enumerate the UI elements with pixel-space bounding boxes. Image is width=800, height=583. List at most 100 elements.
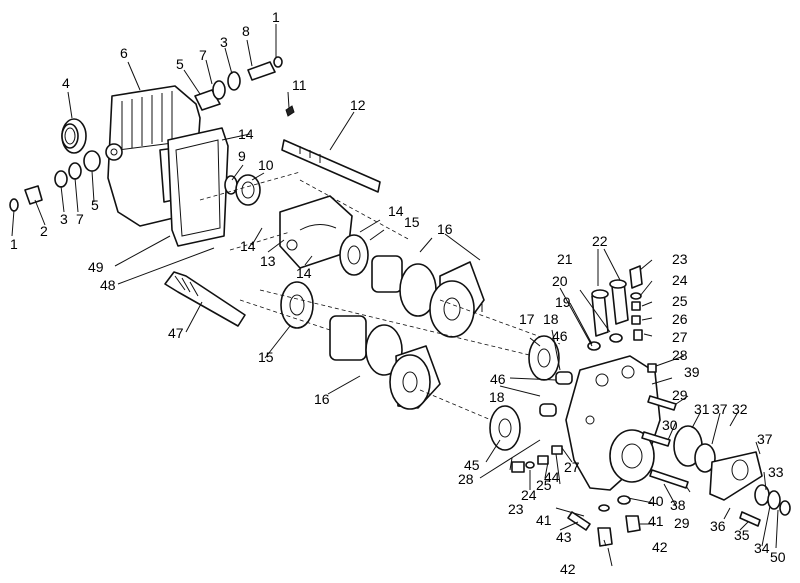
bushing-part bbox=[539, 403, 557, 417]
spool-part bbox=[551, 445, 563, 455]
label-5: 5 bbox=[91, 197, 99, 213]
label-20: 20 bbox=[552, 273, 568, 289]
washer-part bbox=[227, 71, 241, 91]
valve-plate-part bbox=[528, 335, 560, 381]
label-27: 27 bbox=[672, 329, 688, 345]
o-ring-part bbox=[609, 333, 623, 343]
label-15: 15 bbox=[404, 214, 420, 230]
bolt-part bbox=[567, 511, 591, 531]
label-24: 24 bbox=[672, 272, 688, 288]
center-section-part bbox=[565, 355, 661, 491]
label-18: 18 bbox=[543, 311, 559, 327]
o-ring-part bbox=[525, 461, 535, 469]
label-50: 50 bbox=[770, 549, 786, 565]
label-14: 14 bbox=[296, 265, 312, 281]
label-7: 7 bbox=[76, 211, 84, 227]
label-7: 7 bbox=[199, 47, 207, 63]
label-19: 19 bbox=[555, 294, 571, 310]
label-43: 43 bbox=[556, 529, 572, 545]
label-42: 42 bbox=[560, 561, 576, 577]
plug-part bbox=[597, 527, 613, 547]
label-29: 29 bbox=[672, 387, 688, 403]
label-15: 15 bbox=[258, 349, 274, 365]
label-36: 36 bbox=[710, 518, 726, 534]
label-22: 22 bbox=[592, 233, 608, 249]
label-3: 3 bbox=[220, 34, 228, 50]
callout-labels: 1 1 2 3 3 4 5 5 6 7 7 8 9 10 11 12 13 14… bbox=[10, 9, 786, 577]
label-46: 46 bbox=[552, 328, 568, 344]
label-27: 27 bbox=[564, 459, 580, 475]
label-40: 40 bbox=[648, 493, 664, 509]
bushing-part bbox=[83, 150, 101, 172]
check-valve-part bbox=[591, 279, 629, 337]
label-33: 33 bbox=[768, 464, 784, 480]
label-23: 23 bbox=[672, 251, 688, 267]
label-44: 44 bbox=[544, 469, 560, 485]
label-4: 4 bbox=[62, 75, 70, 91]
plug-part bbox=[647, 363, 657, 373]
label-2: 2 bbox=[40, 223, 48, 239]
label-12: 12 bbox=[350, 97, 366, 113]
label-47: 47 bbox=[168, 325, 184, 341]
label-28: 28 bbox=[458, 471, 474, 487]
label-25: 25 bbox=[672, 293, 688, 309]
label-14: 14 bbox=[238, 126, 254, 142]
label-30: 30 bbox=[662, 417, 678, 433]
label-16: 16 bbox=[437, 221, 453, 237]
spring-part bbox=[537, 455, 549, 465]
label-1: 1 bbox=[10, 236, 18, 252]
o-ring-part bbox=[598, 504, 610, 512]
seal-part bbox=[767, 490, 781, 510]
label-42: 42 bbox=[652, 539, 668, 555]
spool-part bbox=[631, 315, 641, 325]
label-31: 31 bbox=[694, 401, 710, 417]
o-ring-part bbox=[617, 495, 631, 505]
label-11: 11 bbox=[292, 77, 307, 93]
label-32: 32 bbox=[732, 401, 748, 417]
label-45: 45 bbox=[464, 457, 480, 473]
label-48: 48 bbox=[100, 277, 116, 293]
ring-part bbox=[273, 56, 283, 68]
label-17: 17 bbox=[519, 311, 535, 327]
ring-part bbox=[779, 500, 791, 516]
gasket-part bbox=[167, 127, 229, 247]
label-21: 21 bbox=[557, 251, 573, 267]
o-ring-part bbox=[630, 292, 642, 300]
label-10: 10 bbox=[258, 157, 274, 173]
plug-part bbox=[633, 329, 643, 341]
ring-part bbox=[9, 198, 19, 212]
label-37: 37 bbox=[712, 401, 728, 417]
bolt-part bbox=[647, 395, 677, 411]
label-28: 28 bbox=[672, 347, 688, 363]
gerotor-part bbox=[694, 443, 716, 473]
pump-cover-part bbox=[709, 451, 763, 501]
shaft-part bbox=[281, 105, 381, 193]
label-3: 3 bbox=[60, 211, 68, 227]
label-14: 14 bbox=[240, 238, 256, 254]
plug-part bbox=[511, 461, 525, 473]
label-14: 14 bbox=[388, 203, 404, 219]
label-13: 13 bbox=[260, 253, 276, 269]
label-25: 25 bbox=[536, 477, 552, 493]
pin-part bbox=[24, 185, 43, 205]
bolt-part bbox=[649, 469, 689, 489]
label-46: 46 bbox=[490, 371, 506, 387]
washer-part bbox=[224, 175, 238, 195]
bearing-part bbox=[61, 118, 87, 154]
thrust-washer-part bbox=[280, 281, 314, 329]
rotating-group-part bbox=[371, 255, 485, 338]
label-26: 26 bbox=[672, 311, 688, 327]
label-37: 37 bbox=[757, 431, 773, 447]
label-18: 18 bbox=[489, 389, 505, 405]
label-39: 39 bbox=[684, 364, 700, 380]
seal-part bbox=[754, 484, 770, 506]
pin-part bbox=[247, 61, 276, 81]
bolt-part bbox=[739, 511, 761, 527]
bearing-part bbox=[235, 174, 261, 206]
washer-part bbox=[212, 80, 226, 100]
label-16: 16 bbox=[314, 391, 330, 407]
plug-part bbox=[629, 265, 643, 289]
bolt-part bbox=[641, 431, 671, 447]
